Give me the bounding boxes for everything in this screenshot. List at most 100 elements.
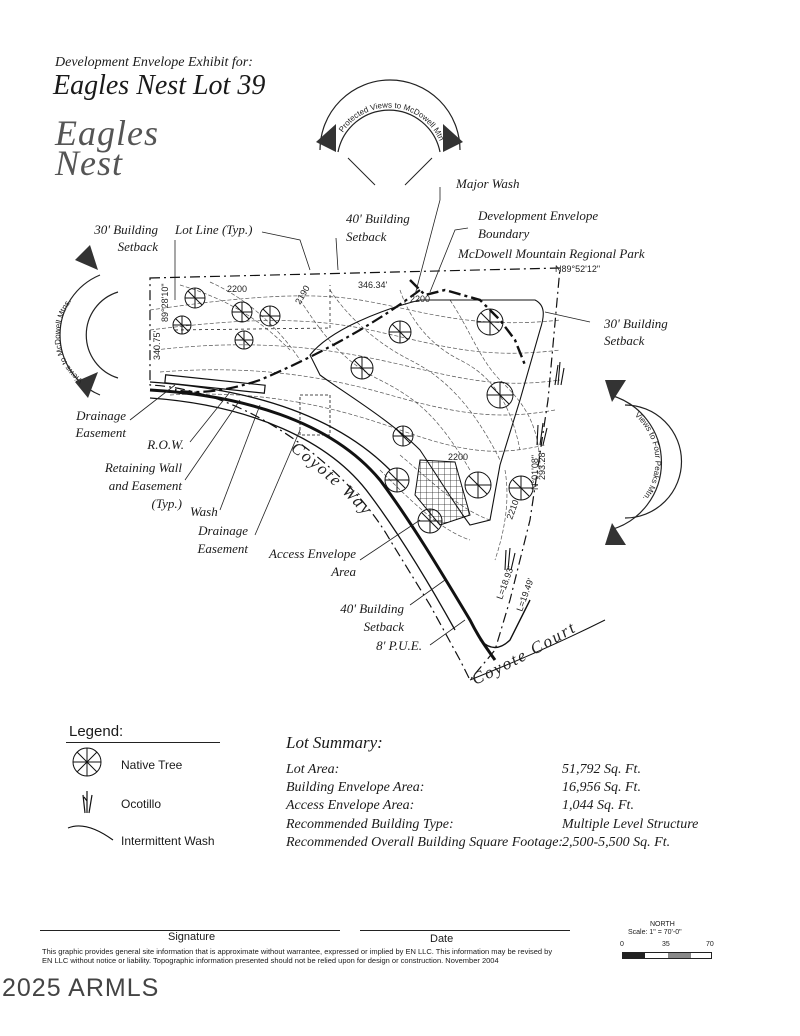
native-tree-icon [72,747,102,777]
native-tree-icon [388,320,412,344]
callout-setback-30-right-1: 30' Building [604,316,668,331]
access-envelope-area [414,459,471,526]
development-envelope-boundary [309,299,544,526]
native-tree-icon [508,475,534,501]
disclaimer-line-1: This graphic provides general site infor… [42,947,553,956]
summary-label-square-footage: Recommended Overall Building Square Foot… [286,835,564,850]
north-label: NORTH [650,921,675,928]
svg-text:Coyote Court: Coyote Court [469,617,580,688]
cul-de-sac-edge [479,599,531,649]
disclaimer-line-2: EN LLC without notice or liability. Topo… [42,956,499,965]
dim-arc-1: L=18.93' [494,565,515,601]
native-trees [172,287,534,534]
native-tree-icon [392,425,414,447]
signature-line [40,930,340,931]
exhibit-subtitle: Development Envelope Exhibit for: [55,55,253,70]
native-tree-icon [476,308,504,336]
dim-left-length: 340.75' [152,330,162,360]
callout-pue: 8' P.U.E. [376,638,422,653]
callout-setback-30-left-2: Setback [117,239,158,254]
retaining-wall [164,374,266,394]
ocotillo-icon [536,422,548,446]
native-tree-icon [259,305,281,327]
summary-value-access-envelope: 1,044 Sq. Ft. [562,798,634,813]
exhibit-title: Eagles Nest Lot 39 [53,70,266,101]
native-tree-icon [350,356,374,380]
ocotillo-icon [82,791,93,814]
legend-underline [66,742,220,743]
callout-row: R.O.W. [147,437,184,452]
legend-label-native-tree: Native Tree [121,758,183,772]
summary-value-building-envelope: 16,956 Sq. Ft. [562,780,641,795]
intermittent-wash-icon [67,825,114,841]
callout-setback-40-top-1: 40' Building [346,211,410,226]
wash-line [174,289,421,394]
callout-setback-40-bottom-2: Setback [363,619,404,634]
summary-value-square-footage: 2,500-5,500 Sq. Ft. [562,835,671,850]
coyote-court-label: Coyote Court [469,617,578,688]
callout-drainage-1: Drainage [76,408,126,423]
summary-label-building-envelope: Building Envelope Area: [286,780,425,795]
callout-retaining-3: (Typ.) [151,496,182,511]
protected-views-arc: Protected Views to McDowell Mtns. [0,0,463,186]
callout-setback-40-bottom-1: 40' Building [340,601,404,616]
dim-left-bearing: 89°28'10" [160,283,170,322]
summary-value-lot-area: 51,792 Sq. Ft. [562,762,641,777]
ocotillo-icon [554,361,565,386]
callout-wash-drainage-1: Drainage [198,523,248,538]
callout-setback-30-left-1: 30' Building [94,222,158,237]
summary-label-lot-area: Lot Area: [286,762,340,777]
wash-drainage-box [299,394,331,436]
legend-title: Legend: [69,723,124,740]
eagles-nest-logo: Eagles Nest [55,113,159,183]
dim-right-bearing: N°01'08" [530,455,540,490]
native-tree-icon [464,471,492,499]
callout-lot-line: Lot Line (Typ.) [175,222,253,237]
views-right-arc: Views to Four Peaks Mtn. [605,380,683,545]
coyote-way-label: Coyote Way [288,438,375,519]
scale-label: Scale: 1" = 70'-0" [628,929,682,936]
summary-label-access-envelope: Access Envelope Area: [286,798,415,813]
copyright-watermark: 2025 ARMLS [2,974,160,1002]
contour-label-2200-b: 2200 [410,294,430,304]
callout-major-wash: Major Wash [456,176,520,191]
scale-tick-0: 0 [620,941,624,948]
native-tree-icon [184,287,206,309]
coyote-court-road [469,619,606,681]
scale-bar [622,952,712,959]
native-tree-icon [231,301,253,323]
callout-access-1: Access Envelope [269,546,356,561]
dim-right-length: 293.28' [537,450,547,480]
dim-arc-2: L=19.49' [514,577,535,613]
summary-value-building-type: Multiple Level Structure [562,817,699,832]
major-wash-line [409,279,527,366]
legend-icons [67,747,114,841]
views-left-arc: Views to McDowell Mtns. [53,245,119,398]
summary-label-building-type: Recommended Building Type: [286,817,454,832]
native-tree-icon [384,467,410,493]
legend-label-intermittent-wash: Intermittent Wash [121,834,215,848]
protected-views-text: Protected Views to McDowell Mtns. [0,0,446,142]
lot-summary-title: Lot Summary: [286,733,383,752]
leader-lines [129,187,591,646]
callout-dev-envelope-2: Boundary [478,226,530,241]
views-right-text: Views to Four Peaks Mtn. [633,410,662,502]
scale-tick-35: 35 [662,941,670,948]
legend-label-ocotillo: Ocotillo [121,797,162,811]
ocotillos [504,361,565,571]
dim-top-length: 346.34' [358,280,388,290]
setback-line [174,285,331,331]
callout-setback-40-top-2: Setback [346,229,387,244]
svg-text:Protected Views to McDowell Mt: Protected Views to McDowell Mtns. [0,0,446,142]
signature-label: Signature [168,931,216,943]
callout-retaining-2: and Easement [108,478,182,493]
ocotillo-icon [504,547,516,571]
native-tree-icon [417,508,443,534]
site-plan: Protected Views to McDowell Mtns. Views … [0,0,683,689]
callout-setback-30-right-2: Setback [604,333,645,348]
views-left-text: Views to McDowell Mtns. [53,297,85,386]
callout-wash-drainage-2: Easement [197,541,248,556]
callout-retaining-1: Retaining Wall [104,460,182,475]
scale-tick-70: 70 [706,941,714,948]
callout-dev-envelope-1: Development Envelope [478,208,599,223]
